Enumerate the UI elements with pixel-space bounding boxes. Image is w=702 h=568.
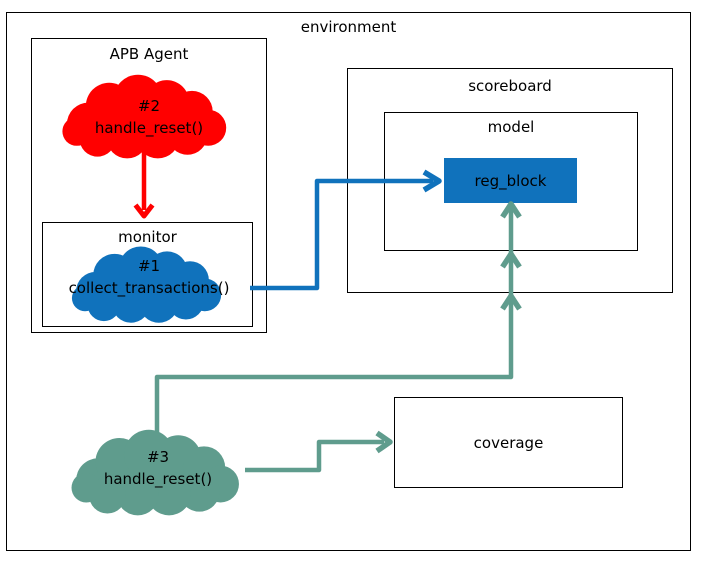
callout-3-number: #3 (146, 448, 170, 466)
callout-3-text: #3 handle_reset() (66, 446, 250, 490)
reg-block: reg_block (444, 158, 577, 203)
callout-1-text: #1 collect_transactions() (40, 255, 258, 299)
apb-agent-label: APB Agent (109, 45, 189, 63)
reg-block-label: reg_block (474, 171, 547, 190)
callout-1-number: #1 (137, 257, 161, 275)
callout-1-method: collect_transactions() (68, 279, 230, 297)
scoreboard-label: scoreboard (468, 77, 552, 95)
callout-2-text: #2 handle_reset() (57, 95, 241, 139)
environment-label: environment (300, 18, 397, 36)
monitor-label: monitor (118, 228, 177, 246)
callout-3-method: handle_reset() (103, 470, 213, 488)
environment-box (6, 12, 691, 551)
coverage-label: coverage (473, 433, 544, 452)
callout-2-method: handle_reset() (94, 119, 204, 137)
model-label: model (487, 118, 535, 136)
coverage-box: coverage (394, 397, 623, 488)
callout-2-number: #2 (137, 97, 161, 115)
